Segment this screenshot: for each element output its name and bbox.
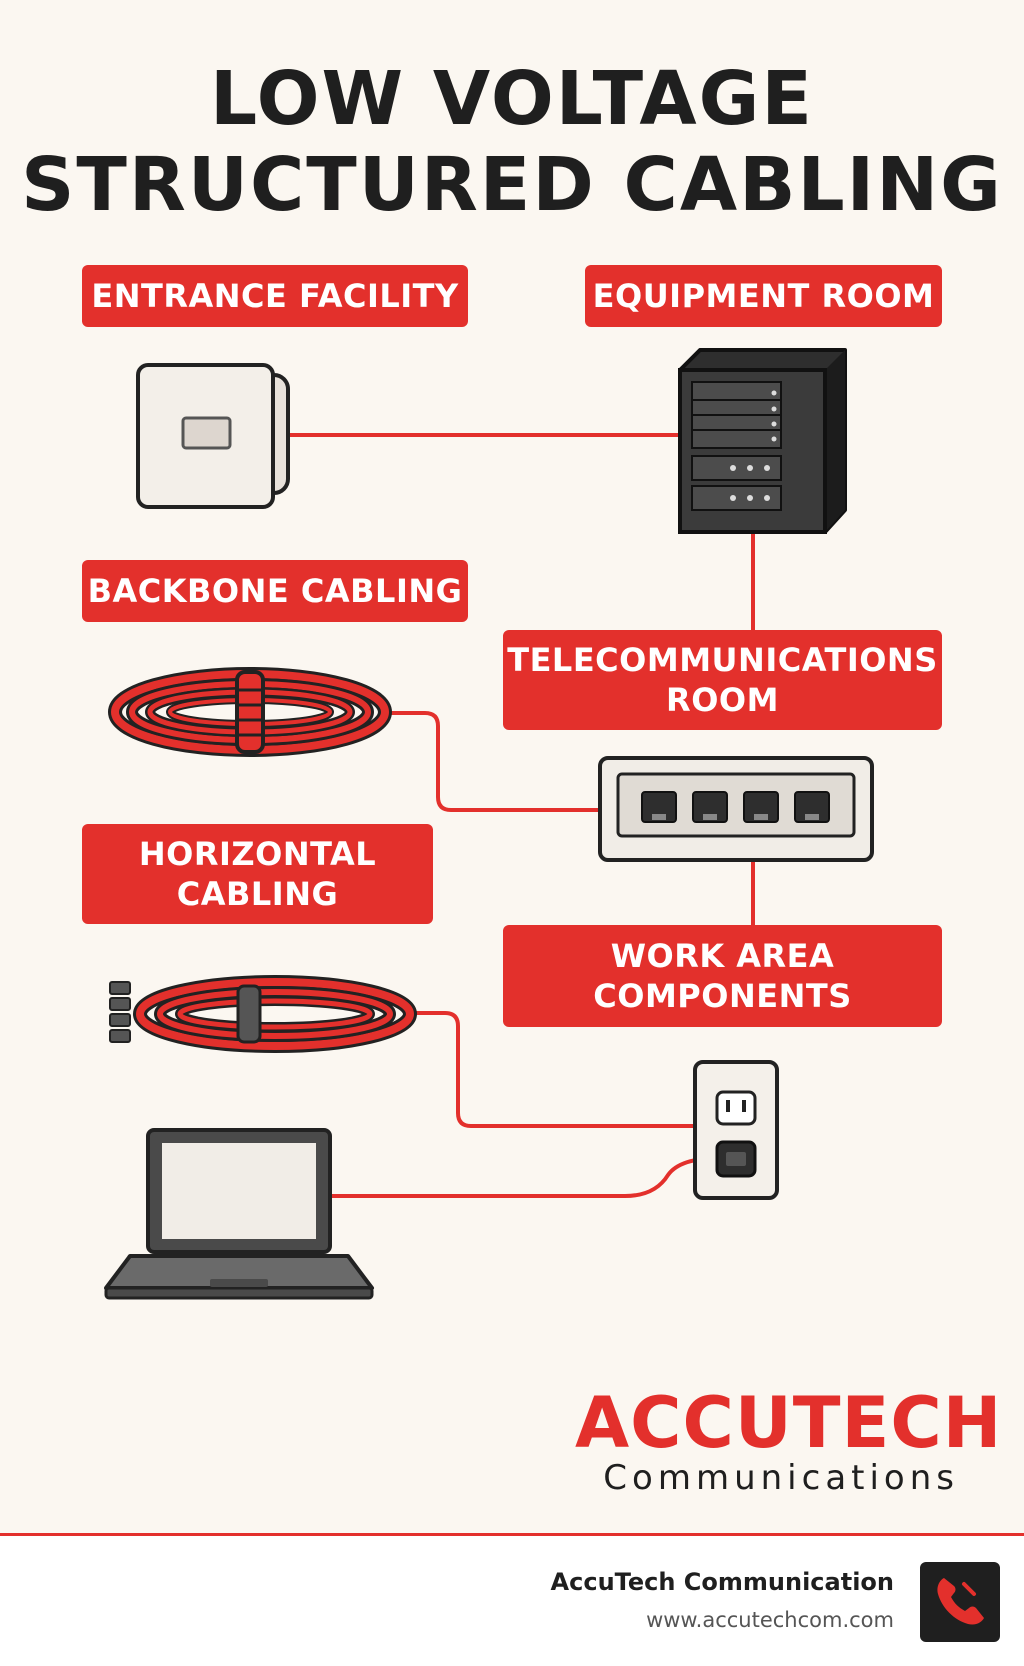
- footer-company: AccuTech Communication: [550, 1568, 894, 1596]
- patch-panel-icon: [598, 756, 874, 862]
- label-backbone-text: BACKBONE CABLING: [87, 572, 463, 610]
- horizontal-cable-icon: [109, 975, 417, 1053]
- horizontal-to-outlet-line: [408, 1011, 697, 1128]
- brand-name: ACCUTECH: [575, 1382, 1003, 1464]
- phone-glyph: [937, 1578, 984, 1625]
- label-horizontal-cabling: HORIZONTAL CABLING: [82, 824, 433, 924]
- label-entrance-facility: ENTRANCE FACILITY: [82, 265, 468, 327]
- label-horizontal-line-1: HORIZONTAL: [138, 835, 377, 873]
- label-work-area-components: WORK AREA COMPONENTS: [503, 925, 942, 1027]
- label-telecom-line-2: ROOM: [666, 681, 779, 719]
- label-horizontal-line-2: CABLING: [176, 875, 339, 913]
- title-line-2: STRUCTURED CABLING: [21, 142, 1003, 228]
- entrance-box-icon: [136, 363, 290, 509]
- backbone-cable-icon: [108, 667, 392, 757]
- label-entrance-text: ENTRANCE FACILITY: [91, 277, 459, 315]
- label-telecom-line-1: TELECOMMUNICATIONS: [507, 641, 938, 679]
- laptop-icon: [104, 1128, 374, 1300]
- footer: [0, 1536, 1024, 1666]
- title-line-1: LOW VOLTAGE: [210, 56, 814, 142]
- backbone-to-panel-line: [390, 711, 602, 812]
- brand-tagline: Communications: [603, 1458, 959, 1498]
- wall-outlet-icon: [693, 1060, 779, 1200]
- label-equipment-text: EQUIPMENT ROOM: [592, 277, 935, 315]
- server-icon: [678, 348, 847, 534]
- label-equipment-room: EQUIPMENT ROOM: [585, 265, 942, 327]
- label-telecommunications-room: TELECOMMUNICATIONS ROOM: [503, 630, 942, 730]
- label-work-line-2: COMPONENTS: [593, 977, 852, 1015]
- label-backbone-cabling: BACKBONE CABLING: [82, 560, 468, 622]
- cabling-diagram: [104, 348, 874, 1300]
- footer-url[interactable]: www.accutechcom.com: [646, 1608, 894, 1632]
- laptop-to-outlet-line: [328, 1156, 722, 1198]
- footer-divider: [0, 1533, 1024, 1536]
- phone-icon: [920, 1562, 1000, 1642]
- label-work-line-1: WORK AREA: [610, 937, 835, 975]
